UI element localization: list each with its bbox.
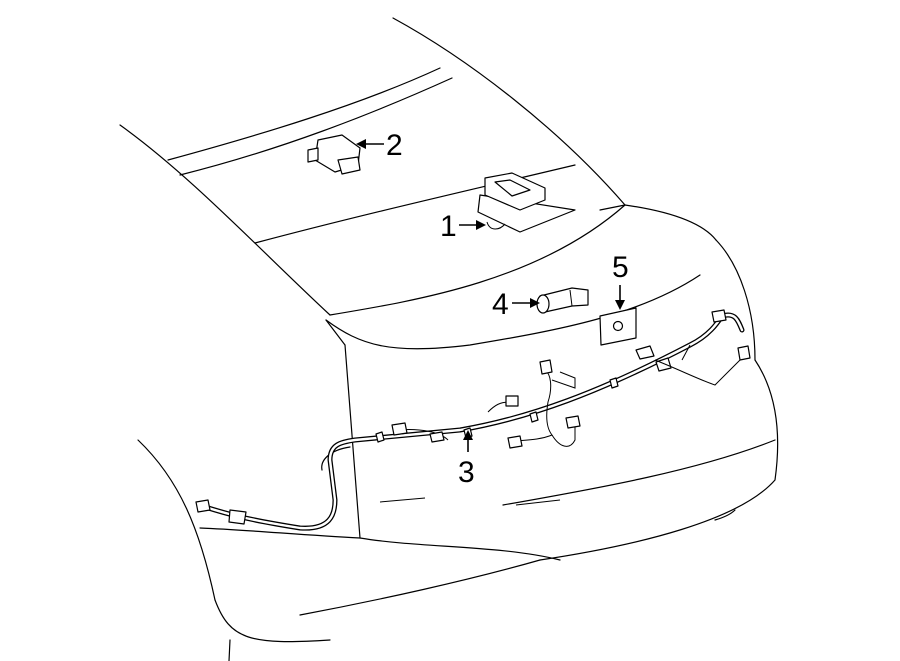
part-3-harness [195,309,751,531]
callout-arrows [356,139,625,452]
part-2-module [307,134,361,175]
callout-1: 1 [440,210,457,243]
callout-5: 5 [612,251,629,284]
callout-4: 4 [492,288,509,321]
part-4-sensor [536,287,589,314]
callout-2: 2 [386,129,403,162]
callout-3: 3 [458,456,475,489]
part-1-module [477,172,576,233]
part-5-pad [599,307,637,346]
callout-labels: 2 1 3 4 5 [386,129,629,489]
car-body-outline [119,17,779,661]
